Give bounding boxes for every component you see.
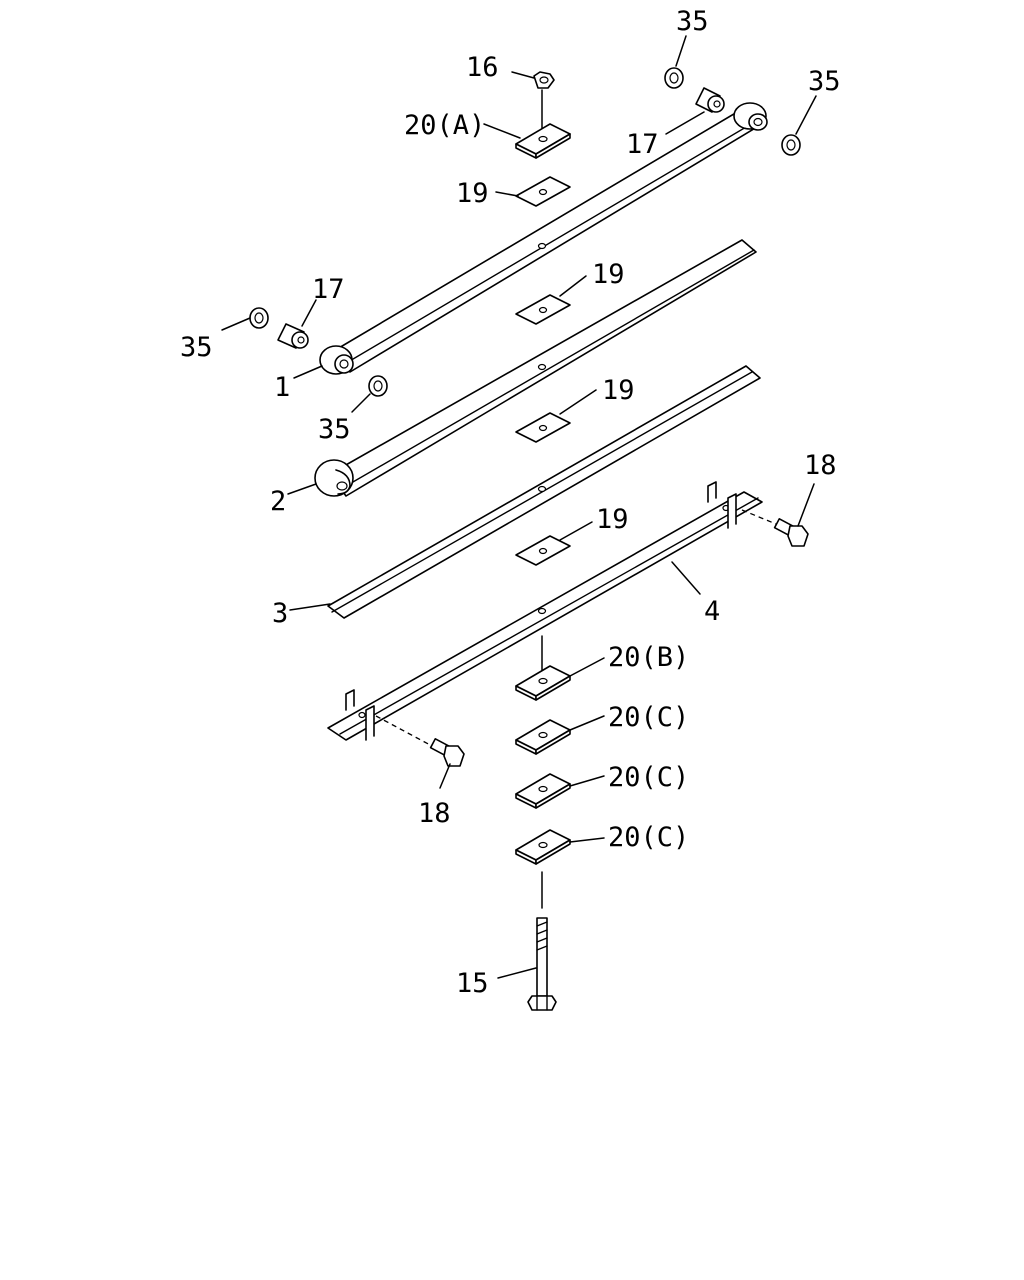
callout-17-left: 17: [312, 274, 345, 305]
spacer-19-b: [515, 294, 571, 325]
callout-labels: 35 16 20(A) 17 35 19 19 17 35 1 35 19 2 …: [180, 6, 841, 999]
callout-15: 15: [456, 968, 489, 999]
callout-3: 3: [272, 598, 288, 629]
plate-20c-3: [515, 829, 571, 865]
plate-20c-1: [515, 719, 571, 755]
callout-19-b: 19: [592, 259, 625, 290]
callout-19-c: 19: [602, 375, 635, 406]
washer-35-top: [664, 67, 684, 89]
callout-35-middle: 35: [318, 414, 351, 445]
plate-20b: [515, 635, 571, 701]
leaf-2-spring: [314, 239, 757, 497]
plate-20a: [515, 123, 571, 159]
callout-17-top: 17: [626, 129, 659, 160]
callout-20c-1: 20(C): [608, 702, 689, 733]
callout-4: 4: [704, 596, 720, 627]
callout-2: 2: [270, 486, 286, 517]
callout-20b: 20(B): [608, 642, 689, 673]
callout-20c-2: 20(C): [608, 762, 689, 793]
callout-18-right: 18: [804, 450, 837, 481]
callout-18-left: 18: [418, 798, 451, 829]
callout-35-left: 35: [180, 332, 213, 363]
callout-35-right: 35: [808, 66, 841, 97]
bushing-17-left: [277, 323, 309, 349]
clip-bolt-18-right: [741, 509, 809, 547]
callout-19-d: 19: [596, 504, 629, 535]
callout-20c-3: 20(C): [608, 822, 689, 853]
leaf-3-spring: [327, 365, 761, 619]
clip-bolt-18-left: [375, 715, 465, 767]
spacer-19-c: [515, 412, 571, 443]
washer-35-right: [781, 134, 801, 156]
leader-lines: [221, 35, 817, 979]
plate-20c-2: [515, 773, 571, 809]
callout-35-top: 35: [676, 6, 709, 37]
callout-19-a: 19: [456, 178, 489, 209]
leaf-1-main-spring: [319, 102, 768, 375]
spacer-19-d: [515, 535, 571, 566]
leaf-4-spring: [327, 481, 763, 741]
bushing-17-top: [695, 87, 725, 113]
washer-35-middle: [368, 375, 388, 397]
center-bolt-15: [527, 871, 557, 1011]
washer-35-left: [249, 307, 269, 329]
spacer-19-a: [515, 176, 571, 207]
nut-16: [533, 71, 555, 131]
callout-20a: 20(A): [404, 110, 485, 141]
callout-16: 16: [466, 52, 499, 83]
callout-1: 1: [274, 372, 290, 403]
